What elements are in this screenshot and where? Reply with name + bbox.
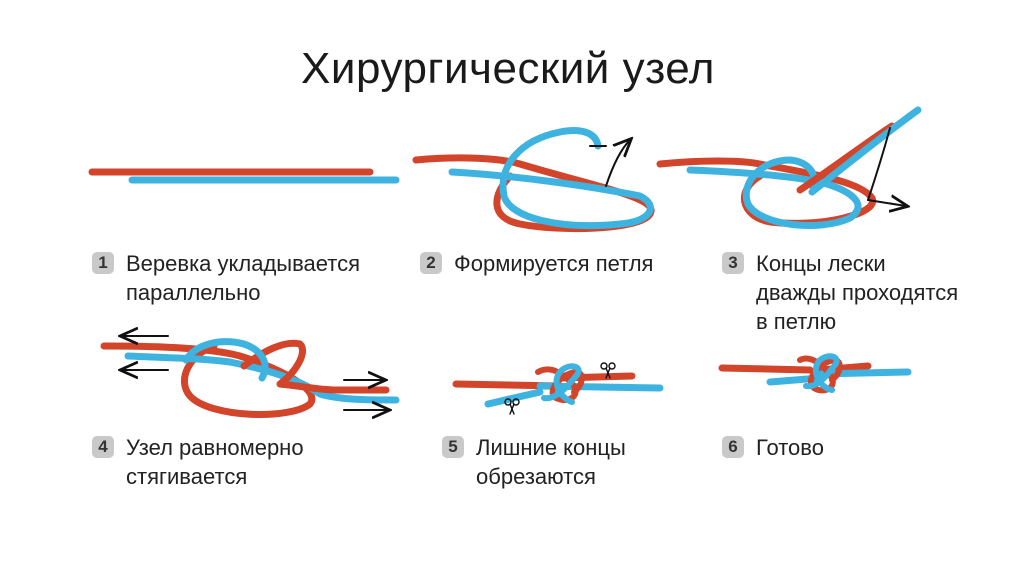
step-number-badge: 1 [92, 252, 114, 274]
step-4-illustration [100, 336, 400, 414]
step-number-badge: 2 [420, 252, 442, 274]
step-3-illustration [656, 106, 922, 230]
step-4: 4 Узел равномерно стягивается [92, 433, 304, 491]
arrow-icon [605, 140, 630, 187]
step-number-badge: 4 [92, 436, 114, 458]
scissors-icon [504, 398, 520, 415]
page-title: Хирургический узел [301, 44, 715, 93]
step-caption: Концы лески дважды проходятся в петлю [756, 251, 959, 334]
step-caption: Лишние концы обрезаются [476, 435, 626, 489]
step-5: 5 Лишние концы обрезаются [442, 433, 626, 491]
step-1-illustration [88, 168, 400, 184]
step-number-badge: 3 [722, 252, 744, 274]
arrow-icon [867, 127, 891, 201]
step-number-badge: 5 [442, 436, 464, 458]
step-2-illustration [412, 127, 655, 233]
step-1: 1 Веревка укладывается параллельно [92, 249, 360, 307]
step-3: 3 Концы лески дважды проходятся в петлю [722, 249, 958, 336]
step-6: 6 Готово [722, 433, 824, 462]
step-caption: Веревка укладывается параллельно [126, 251, 361, 305]
arrow-icon [867, 200, 906, 206]
step-2: 2 Формируется петля [420, 249, 653, 278]
step-caption: Формируется петля [454, 251, 654, 276]
scissors-icon [600, 362, 616, 379]
step-6-illustration [718, 353, 912, 394]
step-caption: Узел равномерно стягивается [126, 435, 304, 489]
step-caption: Готово [756, 435, 824, 460]
step-5-illustration [452, 362, 664, 415]
step-number-badge: 6 [722, 436, 744, 458]
